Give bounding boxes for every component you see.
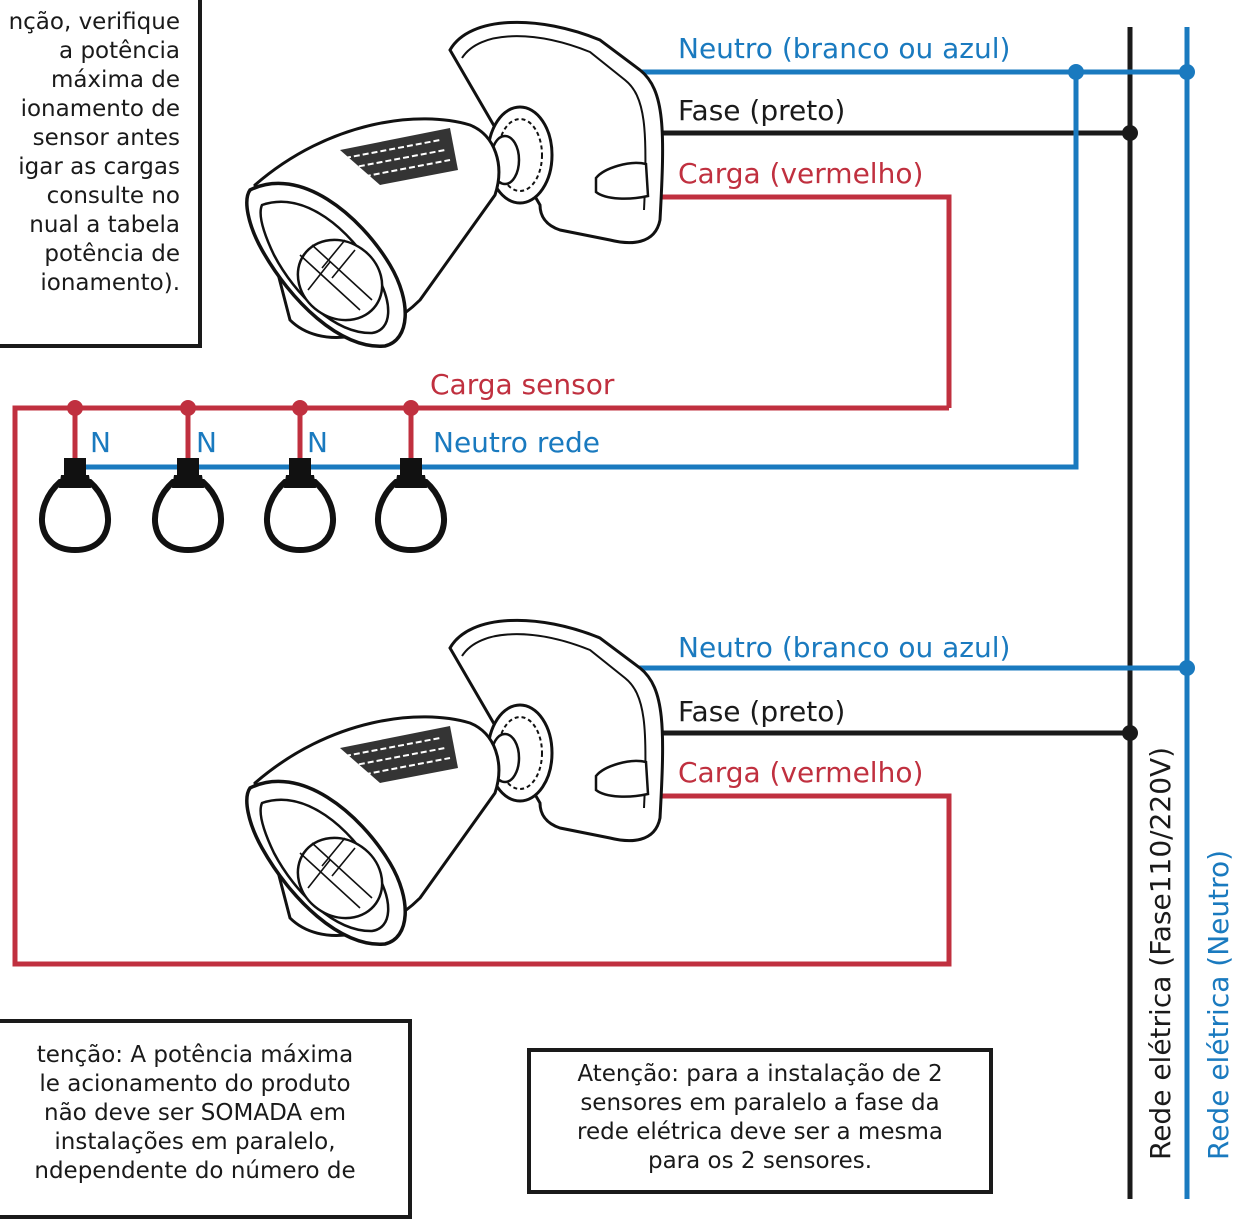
warning-note-top: nção, verifique a potência máxima de ion… — [0, 0, 202, 348]
note-line: instalações em paralelo, — [54, 1129, 336, 1155]
sensor2-neutral-label: Neutro (branco ou azul) — [678, 631, 1010, 664]
note-line: sensor antes — [32, 125, 180, 151]
note-line: máxima de — [50, 67, 180, 93]
note-line: não deve ser SOMADA em — [44, 1100, 346, 1126]
note-line: nual a tabela — [29, 212, 180, 238]
junction-dot — [292, 400, 308, 416]
junction-dot — [67, 400, 83, 416]
note-line: ionamento). — [40, 270, 180, 296]
note-line: potência de — [44, 241, 180, 267]
junction-dot — [1122, 125, 1138, 141]
lamp3-neutral-label: N — [307, 426, 328, 459]
sensor1-load-wire — [658, 194, 952, 408]
junction-dot — [1179, 64, 1195, 80]
junction-dot — [180, 400, 196, 416]
note-line: rede elétrica deve ser a mesma — [577, 1119, 943, 1145]
motion-sensor-1 — [245, 20, 665, 348]
lamp2-neutral-label: N — [196, 426, 217, 459]
lamp-bulb-icon — [42, 458, 108, 550]
note-line: nção, verifique — [8, 9, 180, 35]
lamp-bulb-icon — [267, 458, 333, 550]
junction-dot — [1179, 660, 1195, 676]
sensor2-phase-label: Fase (preto) — [678, 695, 845, 728]
lamp-bulb-icon — [378, 458, 444, 550]
note-line: a potência — [59, 38, 180, 64]
junction-dot — [1068, 64, 1084, 80]
note-line: Atenção: para a instalação de 2 — [577, 1061, 943, 1087]
note-line: ionamento de — [20, 96, 180, 122]
note-line: consulte no — [46, 183, 180, 209]
lamp-load-bus — [12, 405, 952, 967]
note-line: sensores em paralelo a fase da — [580, 1090, 940, 1116]
note-line: tenção: A potência máxima — [36, 1042, 354, 1068]
lamp1-neutral-label: N — [90, 426, 111, 459]
lamp-bus-load-label: Carga sensor — [430, 368, 615, 401]
sensor2-load-label: Carga (vermelho) — [678, 756, 923, 789]
note-line: igar as cargas — [18, 154, 180, 180]
junction-dot — [403, 400, 419, 416]
junction-dot — [1122, 725, 1138, 741]
lamp-bus-neutral-label: Neutro rede — [433, 426, 600, 459]
motion-sensor-2 — [245, 618, 665, 946]
note-line: le acionamento do produto — [39, 1071, 351, 1097]
note-line: ndependente do número de — [34, 1158, 356, 1184]
mains-phase-label: Rede elétrica (Fase110/220V) — [1144, 747, 1177, 1160]
sensor1-phase-label: Fase (preto) — [678, 94, 845, 127]
sensor1-load-label: Carga (vermelho) — [678, 157, 923, 190]
mains-neutral-label: Rede elétrica (Neutro) — [1202, 850, 1235, 1160]
lamp-bulb-icon — [155, 458, 221, 550]
note-line: para os 2 sensores. — [647, 1148, 873, 1174]
warning-note-bottom-left: tenção: A potência máxima le acionamento… — [0, 1019, 412, 1219]
sensor1-neutral-label: Neutro (branco ou azul) — [678, 32, 1010, 65]
warning-note-bottom-center: Atenção: para a instalação de 2 sensores… — [527, 1048, 993, 1194]
